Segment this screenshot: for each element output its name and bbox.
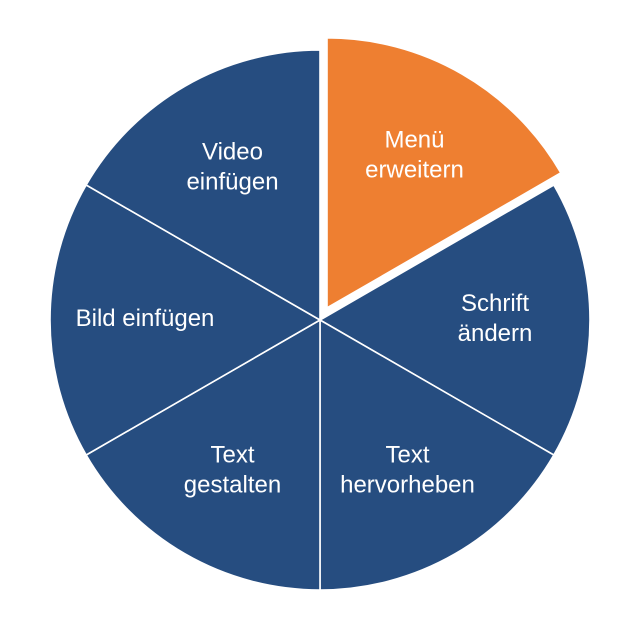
segment-video-einfuegen[interactable] [85,49,321,322]
segment-bild-einfuegen[interactable] [49,183,322,457]
segment-text-hervorheben[interactable] [319,318,555,591]
segment-menue-erweitern[interactable] [326,37,562,310]
pie-segments [49,37,591,591]
segment-schrift-aendern[interactable] [318,183,591,457]
segment-text-gestalten[interactable] [85,318,321,591]
